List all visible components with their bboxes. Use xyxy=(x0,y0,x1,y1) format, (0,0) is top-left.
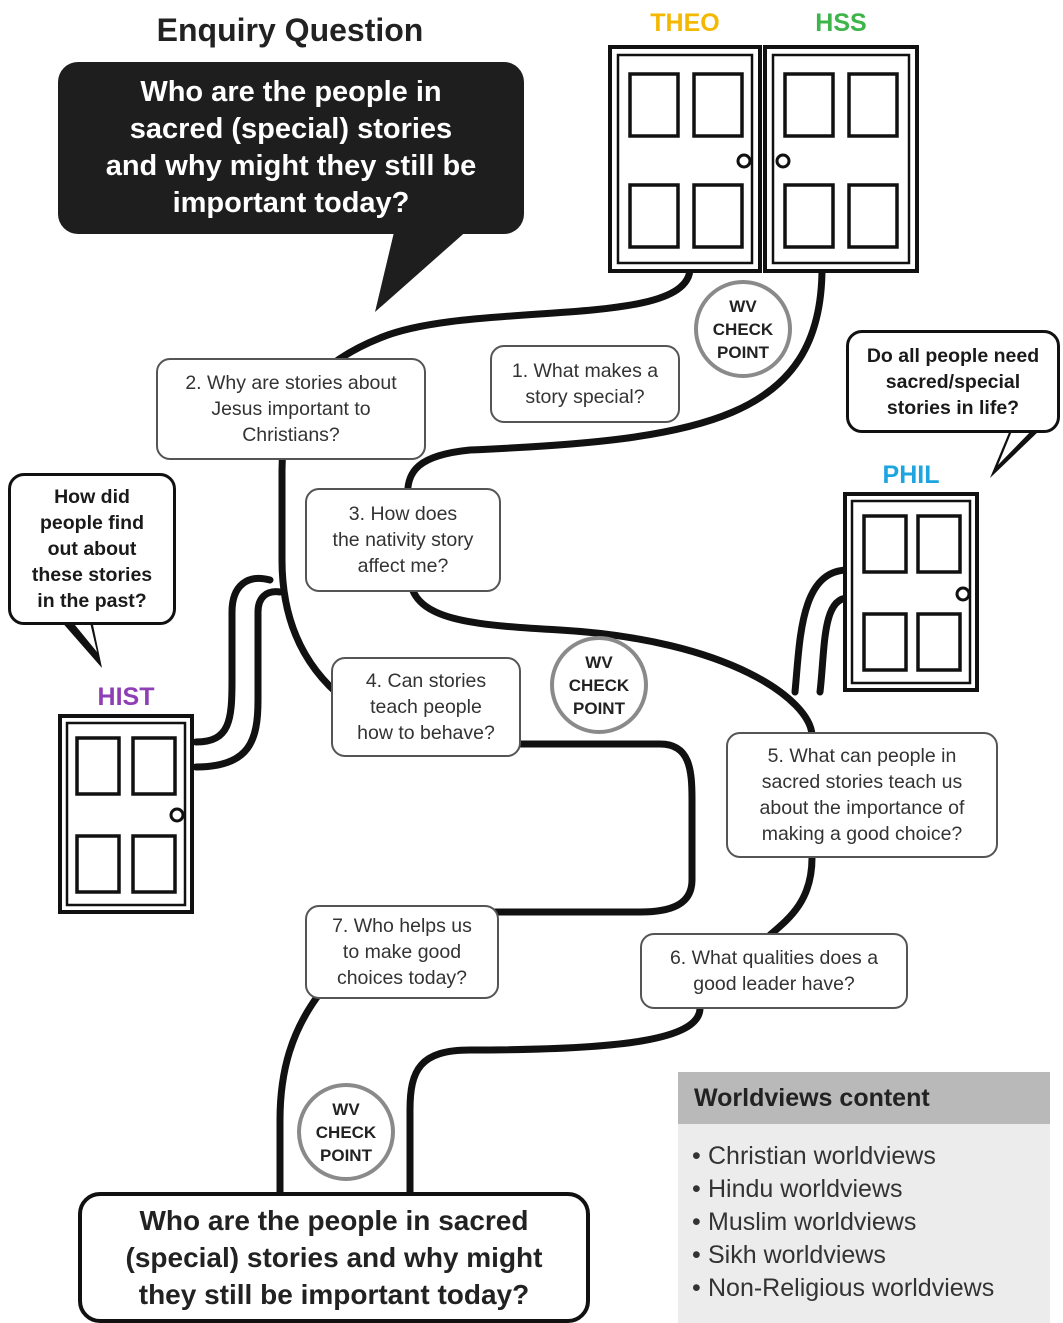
list-item: •Christian worldviews xyxy=(692,1142,936,1170)
door-label-phil: PHIL xyxy=(882,460,940,489)
path-q5-q6 xyxy=(766,854,816,939)
list-item: •Sikh worldviews xyxy=(692,1241,886,1269)
wv-checkpoint-1: WV CHECK POINT xyxy=(694,280,792,378)
question-box-3: 3. How does the nativity story affect me… xyxy=(305,488,501,592)
path-hist-branch-inner xyxy=(192,588,284,771)
door-phil xyxy=(843,492,979,692)
enquiry-question-bubble: Who are the people in sacred (special) s… xyxy=(58,62,524,234)
path-q4-q7 xyxy=(491,740,696,916)
question-box-1: 1. What makes a story special? xyxy=(490,345,680,423)
enquiry-heading: Enquiry Question xyxy=(156,11,424,48)
list-item: •Non-Religious worldviews xyxy=(692,1274,995,1302)
phil-bubble-tail-inner xyxy=(998,426,1036,465)
question-box-4: 4. Can stories teach people how to behav… xyxy=(331,657,521,757)
path-hist-branch-outer xyxy=(192,575,274,746)
path-q7-final xyxy=(276,989,324,1199)
question-box-2: 2. Why are stories about Jesus important… xyxy=(156,358,426,460)
worldviews-title: Worldviews content xyxy=(678,1072,1050,1124)
path-phil-branch-inner xyxy=(816,594,852,696)
door-hss xyxy=(763,45,919,273)
wv-checkpoint-2: WV CHECK POINT xyxy=(550,636,648,734)
phil-bubble-tail xyxy=(990,430,1040,478)
door-theo xyxy=(608,45,762,273)
question-box-6: 6. What qualities does a good leader hav… xyxy=(640,933,908,1009)
phil-speech-bubble: Do all people need sacred/special storie… xyxy=(846,330,1060,433)
path-q6-final xyxy=(406,1004,704,1199)
door-label-hss: HSS xyxy=(815,8,867,37)
list-item: •Muslim worldviews xyxy=(692,1208,917,1236)
worldviews-list: •Christian worldviews •Hindu worldviews … xyxy=(692,1140,1042,1305)
question-box-7: 7. Who helps us to make good choices tod… xyxy=(305,905,499,999)
list-item: •Hindu worldviews xyxy=(692,1175,903,1203)
door-label-hist: HIST xyxy=(97,682,155,711)
path-phil-branch-outer xyxy=(791,566,852,696)
final-question-box: Who are the people in sacred (special) s… xyxy=(78,1192,590,1323)
enquiry-bubble-tail xyxy=(375,228,470,312)
door-hist xyxy=(58,714,194,914)
door-label-theo: THEO xyxy=(650,8,720,37)
hist-speech-bubble: How did people find out about these stor… xyxy=(8,473,176,625)
wv-checkpoint-3: WV CHECK POINT xyxy=(297,1083,395,1181)
question-box-5: 5. What can people in sacred stories tea… xyxy=(726,732,998,858)
